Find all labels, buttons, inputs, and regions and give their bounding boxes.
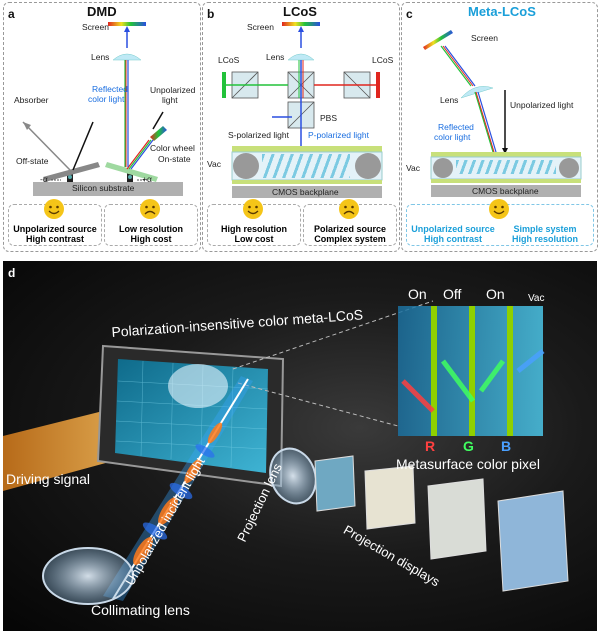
meta-vac-label: Vac <box>406 163 421 173</box>
dmd-pro-line2: High contrast <box>25 234 84 244</box>
lcos-pro-line1: High resolution <box>221 224 287 234</box>
panel-c-frame <box>401 2 598 252</box>
lcos-con-line1: Polarized source <box>313 224 387 234</box>
beam-waves-blue <box>142 444 215 540</box>
meta-reflected-label: Reflected <box>438 122 474 132</box>
lcos-lens-label: Lens <box>266 52 285 62</box>
pixel-label: Metasurface color pixel <box>396 456 540 472</box>
smiley-happy-icon <box>489 199 509 219</box>
panel-d-scene: d Polarization-insensitive color meta-LC… <box>3 261 597 631</box>
dmd-off-mirror <box>43 162 100 182</box>
panel-c-letter: c <box>406 7 413 21</box>
on-state-label: On-state <box>158 154 191 164</box>
unpolarized-label: Unpolarized <box>150 85 196 95</box>
lcos-screen <box>282 22 320 26</box>
dmd-diagram <box>22 22 183 196</box>
meta-line1: Unpolarized source <box>411 224 495 234</box>
meta-screen <box>423 30 453 50</box>
r-label: R <box>425 438 436 454</box>
projection-lens <box>269 447 317 505</box>
lcos-left-label: LCoS <box>218 55 240 65</box>
panel-a-title: DMD <box>87 4 117 19</box>
dmd-substrate <box>33 182 183 196</box>
lcos-lc-molecules <box>262 154 350 178</box>
lcos-lens <box>287 53 315 61</box>
dmd-screen-label: Screen <box>82 22 109 32</box>
light-label: light <box>162 95 178 105</box>
panel-a-frame <box>3 2 201 252</box>
meta-lens-label: Lens <box>440 95 459 105</box>
substrate-label: Silicon substrate <box>72 183 135 193</box>
meta-backplane <box>431 185 581 197</box>
meta-backplane-label: CMOS backplane <box>472 186 539 196</box>
dmd-con-line2: High cost <box>130 234 172 244</box>
panel-d-art <box>3 300 569 605</box>
smiley-sad-icon <box>339 199 359 219</box>
meta-color-light-label: color light <box>434 132 471 142</box>
color-wheel <box>150 126 167 141</box>
lcos-right-label: LCoS <box>372 55 394 65</box>
panel-b-frame <box>202 2 400 252</box>
meta-line3: Simple system <box>513 224 577 234</box>
lcos-vac-label: Vac <box>207 159 222 169</box>
panel-d-letter: d <box>8 266 16 280</box>
meta-screen-label: Screen <box>471 33 498 43</box>
panel-b-title: LCoS <box>283 4 317 19</box>
panel-c-title: Meta-LCoS <box>468 4 536 19</box>
smiley-sad-icon <box>140 199 160 219</box>
projection-display-3 <box>427 478 487 560</box>
beam-waves <box>133 422 223 565</box>
dmd-con-line1: Low resolution <box>119 224 183 234</box>
dmd-pro-line1: Unpolarized source <box>13 224 97 234</box>
on-label-2: On <box>486 286 505 302</box>
collimating-lens <box>42 547 134 605</box>
lcos-screen-label: Screen <box>247 22 274 32</box>
dmd-lens-label: Lens <box>91 52 110 62</box>
meta-line2: High contrast <box>423 234 482 244</box>
smiley-happy-icon <box>243 199 263 219</box>
pos-alpha-label: +α <box>142 174 152 184</box>
dmd-screen <box>108 22 146 26</box>
absorber-label: Absorber <box>14 95 49 105</box>
projection-display-4 <box>497 490 569 592</box>
meta-unpolarized-label: Unpolarized light <box>510 100 574 110</box>
neg-alpha-label: -α <box>40 174 48 184</box>
p-pol-label: P-polarized light <box>308 130 369 140</box>
projection-display-2 <box>364 465 416 530</box>
dmd-on-mirror <box>105 162 158 182</box>
pixel-vac-label: Vac <box>528 293 545 304</box>
lcos-backplane-label: CMOS backplane <box>272 187 339 197</box>
driving-signal-label: Driving signal <box>6 471 91 487</box>
meta-lc-molecules <box>456 160 556 174</box>
projection-display-1 <box>314 455 356 512</box>
off-label: Off <box>443 286 462 302</box>
lcos-con-line2: Complex system <box>314 234 386 244</box>
g-label: G <box>463 438 474 454</box>
meta-lens <box>460 86 494 99</box>
off-state-label: Off-state <box>16 156 49 166</box>
smiley-happy-icon <box>44 199 64 219</box>
reflected-label: Reflected <box>92 84 128 94</box>
lcos-pro-line2: Low cost <box>234 234 274 244</box>
dmd-lens <box>112 53 142 61</box>
pbs-label: PBS <box>320 113 338 123</box>
b-label: B <box>501 438 512 454</box>
panel-a-letter: a <box>8 7 15 21</box>
panel-b-letter: b <box>207 7 215 21</box>
collimating-lens-label: Collimating lens <box>91 602 190 618</box>
lcos-backplane <box>232 186 382 198</box>
on-label-1: On <box>408 286 427 302</box>
color-wheel-label: Color wheel <box>150 143 195 153</box>
driving-signal-ribbon <box>3 411 113 491</box>
meta-line4: High resolution <box>512 234 578 244</box>
s-pol-label: S-polarized light <box>228 130 289 140</box>
color-light-label: color light <box>88 94 125 104</box>
